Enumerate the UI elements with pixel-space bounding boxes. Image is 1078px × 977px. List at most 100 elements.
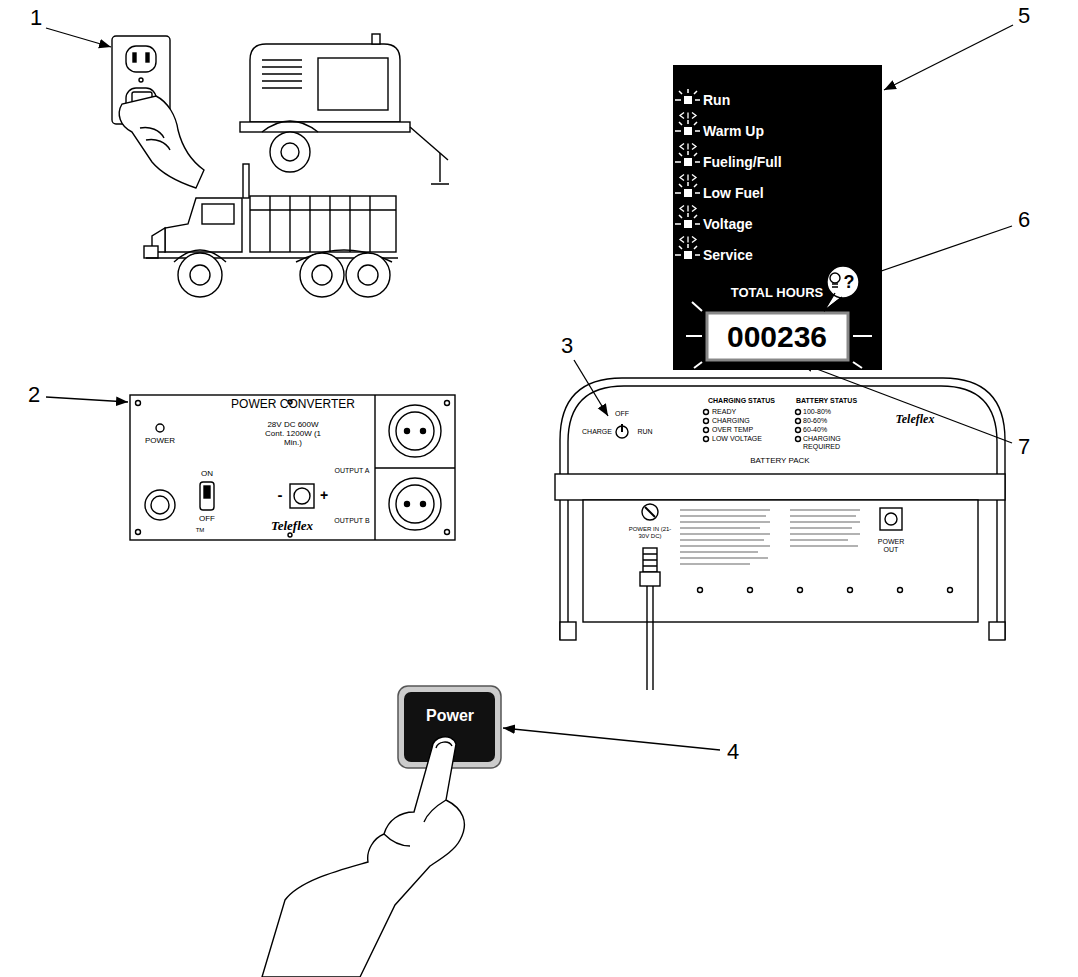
battery-pack xyxy=(704,410,709,415)
indicator-panel xyxy=(675,213,700,228)
cargo-truck xyxy=(243,164,249,198)
battery-pack xyxy=(555,378,1005,690)
callout-number: 1 xyxy=(30,5,42,30)
wall-outlet xyxy=(112,36,204,188)
battery-pack xyxy=(880,508,902,530)
indicator-panel xyxy=(675,151,700,166)
cargo-truck xyxy=(144,246,158,258)
power-converter-panel xyxy=(294,488,310,504)
power-converter-panel xyxy=(389,405,441,457)
instruction-print xyxy=(790,510,860,546)
generator-trailer xyxy=(372,34,380,44)
status-heading: CHARGING STATUS xyxy=(708,397,775,405)
indicator-panel xyxy=(680,237,696,243)
battery-pack xyxy=(643,554,657,566)
status-item: LOW VOLTAGE xyxy=(712,435,762,443)
meter-title: TOTAL HOURS xyxy=(731,286,823,301)
callout-number: 4 xyxy=(727,739,739,764)
generator-trailer xyxy=(270,132,310,172)
battery-pack xyxy=(568,386,997,640)
wall-outlet xyxy=(119,96,204,188)
lamp-label: POWER xyxy=(145,436,175,445)
outlet-label: OUTPUT A xyxy=(333,467,371,475)
indicator-label: Fueling/Full xyxy=(703,154,782,170)
indicator-panel xyxy=(675,120,700,135)
battery-pack xyxy=(647,586,653,690)
cargo-truck xyxy=(358,265,378,285)
battery-pack xyxy=(704,419,709,424)
battery-pack xyxy=(704,437,709,442)
status-item: CHARGING REQUIRED xyxy=(803,435,853,451)
indicator-panel xyxy=(680,113,696,119)
hour-meter: 000236 xyxy=(707,313,848,360)
generator-trailer xyxy=(410,127,448,160)
status-item: 100-80% xyxy=(803,408,831,416)
switch-label: OFF xyxy=(199,514,215,523)
generator-trailer xyxy=(431,153,449,184)
indicator-label: Service xyxy=(703,247,753,263)
cargo-truck xyxy=(312,265,332,285)
status-item: OVER TEMP xyxy=(712,426,753,434)
indicator-panel xyxy=(675,182,700,197)
power-converter-panel: POWER CONVERTERPOWER28V DC 600W Cont. 12… xyxy=(130,395,455,540)
leader-line xyxy=(884,25,1013,90)
leader-line xyxy=(46,28,111,47)
indicator-panel xyxy=(673,65,882,370)
hour-reading: 000236 xyxy=(727,320,827,355)
leader-line xyxy=(46,25,1013,750)
callout-number: 7 xyxy=(1018,434,1030,459)
battery-pack xyxy=(898,588,903,593)
cargo-truck xyxy=(165,198,242,252)
switch-label: OFF xyxy=(615,410,629,418)
power-converter-panel xyxy=(130,395,455,540)
battery-pack xyxy=(555,474,1005,500)
status-heading: BATTERY STATUS xyxy=(796,397,857,405)
cargo-truck xyxy=(144,164,398,297)
callout-number: 2 xyxy=(28,382,40,407)
cargo-truck xyxy=(250,196,396,252)
help-mark: ? xyxy=(844,272,855,293)
indicator-panel xyxy=(680,144,696,150)
battery-pack xyxy=(796,428,801,433)
battery-pack xyxy=(583,500,978,622)
battery-pack xyxy=(698,588,703,593)
battery-pack xyxy=(560,378,1005,640)
power-converter-panel xyxy=(389,478,441,530)
generator-trailer xyxy=(262,121,318,132)
help-bulb-icon xyxy=(824,266,859,311)
cargo-truck xyxy=(250,196,396,252)
indicator-panel xyxy=(707,313,848,360)
power-converter-panel xyxy=(136,401,141,406)
wall-outlet xyxy=(126,46,156,72)
indicator-panel xyxy=(675,244,700,259)
wall-outlet xyxy=(139,78,143,82)
indicator-panel xyxy=(680,206,696,212)
pointing-hand xyxy=(262,737,464,977)
pointing-hand xyxy=(384,742,452,846)
power-converter-panel xyxy=(136,530,141,535)
indicator-label: Run xyxy=(703,92,730,108)
help-bulb-icon xyxy=(827,266,859,298)
indicator-panel xyxy=(675,89,700,104)
indicator-label: Low Fuel xyxy=(703,185,764,201)
button-label: Power xyxy=(426,707,474,725)
leader-line xyxy=(861,226,1012,278)
power-button: Power xyxy=(402,690,497,764)
battery-pack xyxy=(948,588,953,593)
callout-number: 6 xyxy=(1018,207,1030,232)
instruction-print xyxy=(680,510,770,564)
battery-pack xyxy=(645,507,655,517)
brand-logo: Teleflex xyxy=(271,519,313,534)
indicator-panel xyxy=(686,302,872,368)
battery-pack xyxy=(798,588,803,593)
generator-trailer xyxy=(240,122,410,132)
polarity-mark: + xyxy=(320,487,328,503)
callout-number: 5 xyxy=(1018,3,1030,28)
battery-pack xyxy=(642,504,658,520)
battery-pack xyxy=(643,548,657,572)
battery-pack xyxy=(796,410,801,415)
generator-trailer xyxy=(250,44,400,122)
switch-label: ON xyxy=(201,469,213,478)
trademark: TM xyxy=(196,527,205,534)
battery-pack xyxy=(640,572,660,586)
